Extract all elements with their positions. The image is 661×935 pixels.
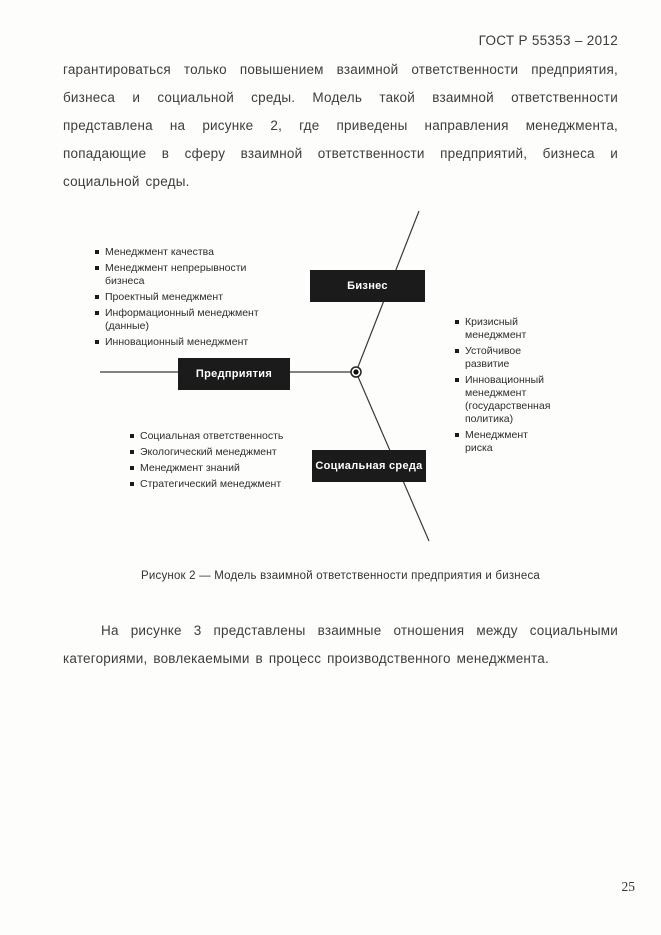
list-item-label: Социальная ответственность xyxy=(140,430,284,442)
bullet-square-icon xyxy=(455,433,459,437)
list-item: Менеджмент непрерывности бизнеса xyxy=(95,262,285,288)
bullet-square-icon xyxy=(95,250,99,254)
list-social-management: Социальная ответственность Экологический… xyxy=(130,430,298,494)
list-item-label: Информационный менеджмент (данные) xyxy=(105,307,259,332)
bullet-square-icon xyxy=(455,378,459,382)
list-item: Менеджмент знаний xyxy=(130,462,298,475)
bullet-square-icon xyxy=(130,466,134,470)
list-item-label: Менеджмент непрерывности бизнеса xyxy=(105,262,247,287)
list-item: Менеджмент качества xyxy=(95,246,285,259)
node-enterprises: Предприятия xyxy=(178,358,290,390)
list-item: Инновационный менеджмент xyxy=(95,336,285,349)
list-item-label: Экологический менеджмент xyxy=(140,446,277,458)
bullet-square-icon xyxy=(455,320,459,324)
figure-2-diagram: Бизнес Предприятия Социальная среда Мене… xyxy=(63,208,618,548)
figure-caption: Рисунок 2 — Модель взаимной ответственно… xyxy=(141,570,540,582)
bullet-square-icon xyxy=(95,295,99,299)
list-item-label: Менеджмент риска xyxy=(465,429,528,454)
node-social: Социальная среда xyxy=(312,450,426,482)
list-item: Экологический менеджмент xyxy=(130,446,298,459)
page-number: 25 xyxy=(621,879,636,894)
list-item-label: Проектный менеджмент xyxy=(105,291,223,303)
paragraph-1: гарантироваться только повышением взаимн… xyxy=(63,62,618,189)
bullet-square-icon xyxy=(95,340,99,344)
bullet-square-icon xyxy=(95,311,99,315)
list-item: Инновационный менеджмент (государственна… xyxy=(455,374,557,426)
list-item-label: Инновационный менеджмент xyxy=(105,336,249,348)
center-node-dot-icon xyxy=(353,369,359,375)
list-business-management: Менеджмент качества Менеджмент непрерывн… xyxy=(95,246,285,352)
bullet-square-icon xyxy=(130,434,134,438)
bullet-square-icon xyxy=(455,349,459,353)
document-header: ГОСТ Р 55353 – 2012 xyxy=(478,33,618,48)
list-item-label: Инновационный менеджмент (государственна… xyxy=(465,374,551,425)
list-item: Стратегический менеджмент xyxy=(130,478,298,491)
list-item: Проектный менеджмент xyxy=(95,291,285,304)
list-item-label: Менеджмент качества xyxy=(105,246,214,258)
list-item: Менеджмент риска xyxy=(455,429,557,455)
list-item-label: Стратегический менеджмент xyxy=(140,478,282,490)
list-item-label: Кризисный менеджмент xyxy=(465,316,527,341)
list-item: Социальная ответственность xyxy=(130,430,298,443)
bullet-square-icon xyxy=(130,482,134,486)
list-item-label: Устойчивое развитие xyxy=(465,345,522,370)
paragraph-2: На рисунке 3 представлены взаимные отнош… xyxy=(63,623,618,666)
list-item: Информационный менеджмент (данные) xyxy=(95,307,285,333)
node-business: Бизнес xyxy=(310,270,425,302)
list-item: Кризисный менеджмент xyxy=(455,316,557,342)
bullet-square-icon xyxy=(130,450,134,454)
list-item: Устойчивое развитие xyxy=(455,345,557,371)
bullet-square-icon xyxy=(95,266,99,270)
list-item-label: Менеджмент знаний xyxy=(140,462,240,474)
list-state-management: Кризисный менеджмент Устойчивое развитие… xyxy=(455,316,557,458)
page-content: гарантироваться только повышением взаимн… xyxy=(63,0,618,673)
